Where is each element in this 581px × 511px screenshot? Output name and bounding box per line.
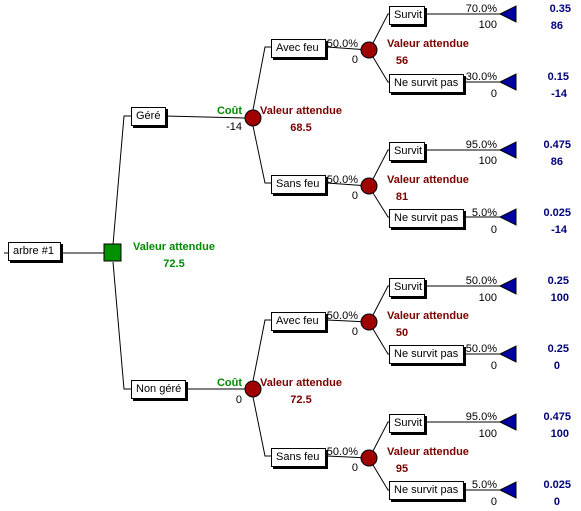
outcome-prob: 50.0% <box>465 275 497 287</box>
branch-label-gere-sans-feu[interactable]: Sans feu <box>271 175 326 194</box>
outcome-value: 0 <box>490 496 497 508</box>
non-gere-avec-feu-ev-label: Valeur attendue <box>387 310 469 322</box>
non-gere-sans-feu-value: 0 <box>351 462 358 474</box>
outcome-value: 0 <box>490 224 497 236</box>
terminal-payoff: -14 <box>551 224 567 236</box>
outcome-label-ne-survit-pas[interactable]: Ne survit pas <box>389 345 464 364</box>
gere-ev-value: 68.5 <box>290 122 312 134</box>
terminal-node[interactable] <box>498 141 517 159</box>
chance-node-non-gere-avec-feu[interactable] <box>360 313 378 331</box>
chance-node-gere[interactable] <box>244 109 262 127</box>
root-ev-label: Valeur attendue <box>133 241 215 253</box>
decision-node[interactable] <box>103 243 122 262</box>
terminal-probability: 0.25 <box>547 275 569 287</box>
terminal-node[interactable] <box>498 5 517 23</box>
gere-avec-feu-ev-value: 56 <box>395 55 409 67</box>
outcome-label-ne-survit-pas[interactable]: Ne survit pas <box>389 209 464 228</box>
branch-label-non-gere[interactable]: Non géré <box>131 380 186 399</box>
outcome-prob: 70.0% <box>465 3 497 15</box>
outcome-label-survit[interactable]: Survit <box>389 142 425 161</box>
gere-sans-feu-prob: 50.0% <box>326 174 358 186</box>
terminal-payoff: 86 <box>550 156 563 168</box>
root-ev-value: 72.5 <box>163 258 185 270</box>
chance-node-non-gere-sans-feu[interactable] <box>360 449 378 467</box>
terminal-probability: 0.025 <box>543 479 571 491</box>
terminal-node[interactable] <box>498 481 517 499</box>
outcome-prob: 95.0% <box>465 139 497 151</box>
outcome-value: 100 <box>478 19 497 31</box>
non-gere-cost-label: Coût <box>216 377 242 389</box>
non-gere-avec-feu-ev-value: 50 <box>395 327 409 339</box>
gere-sans-feu-ev-label: Valeur attendue <box>387 174 469 186</box>
non-gere-avec-feu-prob: 50.0% <box>326 310 358 322</box>
terminal-payoff: -14 <box>551 88 567 100</box>
terminal-probability: 0.475 <box>543 411 571 423</box>
non-gere-sans-feu-ev-value: 95 <box>395 463 409 475</box>
branch-label-gere[interactable]: Géré <box>131 107 166 126</box>
non-gere-cost-value: 0 <box>235 394 242 406</box>
outcome-prob: 50.0% <box>465 343 497 355</box>
terminal-probability: 0.025 <box>543 207 571 219</box>
terminal-payoff: 100 <box>550 292 569 304</box>
terminal-probability: 0.35 <box>549 3 571 15</box>
terminal-probability: 0.25 <box>547 343 569 355</box>
outcome-value: 100 <box>478 428 497 440</box>
gere-avec-feu-prob: 50.0% <box>326 38 358 50</box>
terminal-node[interactable] <box>498 73 517 91</box>
terminal-payoff: 0 <box>553 496 560 508</box>
outcome-prob: 30.0% <box>465 71 497 83</box>
outcome-label-ne-survit-pas[interactable]: Ne survit pas <box>389 481 464 500</box>
outcome-label-survit[interactable]: Survit <box>389 278 425 297</box>
terminal-payoff: 86 <box>550 20 563 32</box>
gere-sans-feu-ev-value: 81 <box>395 191 409 203</box>
branch-label-non-gere-sans-feu[interactable]: Sans feu <box>271 448 326 467</box>
branch-label-non-gere-avec-feu[interactable]: Avec feu <box>271 312 326 331</box>
non-gere-ev-label: Valeur attendue <box>260 377 342 389</box>
terminal-node[interactable] <box>498 277 517 295</box>
terminal-node[interactable] <box>498 208 517 226</box>
gere-cost-label: Coût <box>216 105 242 117</box>
root-label[interactable]: arbre #1 <box>8 242 61 261</box>
chance-node-non-gere[interactable] <box>244 380 262 398</box>
branch-label-gere-avec-feu[interactable]: Avec feu <box>271 39 326 58</box>
outcome-value: 0 <box>490 360 497 372</box>
terminal-node[interactable] <box>498 413 517 431</box>
terminal-node[interactable] <box>498 345 517 363</box>
terminal-payoff: 100 <box>550 428 569 440</box>
outcome-label-survit[interactable]: Survit <box>389 6 425 25</box>
terminal-probability: 0.15 <box>547 71 569 83</box>
non-gere-sans-feu-ev-label: Valeur attendue <box>387 446 469 458</box>
gere-cost-value: -14 <box>226 121 242 133</box>
outcome-label-ne-survit-pas[interactable]: Ne survit pas <box>389 74 464 93</box>
non-gere-avec-feu-value: 0 <box>351 326 358 338</box>
outcome-value: 100 <box>478 292 497 304</box>
gere-ev-label: Valeur attendue <box>260 105 342 117</box>
gere-avec-feu-value: 0 <box>351 54 358 66</box>
outcome-label-survit[interactable]: Survit <box>389 414 425 433</box>
chance-node-gere-sans-feu[interactable] <box>360 177 378 195</box>
outcome-prob: 5.0% <box>471 479 497 491</box>
terminal-probability: 0.475 <box>543 139 571 151</box>
non-gere-sans-feu-prob: 50.0% <box>326 446 358 458</box>
non-gere-ev-value: 72.5 <box>290 394 312 406</box>
outcome-prob: 95.0% <box>465 411 497 423</box>
terminal-payoff: 0 <box>553 360 560 372</box>
gere-sans-feu-value: 0 <box>351 190 358 202</box>
gere-avec-feu-ev-label: Valeur attendue <box>387 38 469 50</box>
outcome-value: 100 <box>478 155 497 167</box>
outcome-value: 0 <box>490 88 497 100</box>
outcome-prob: 5.0% <box>471 207 497 219</box>
chance-node-gere-avec-feu[interactable] <box>360 41 378 59</box>
